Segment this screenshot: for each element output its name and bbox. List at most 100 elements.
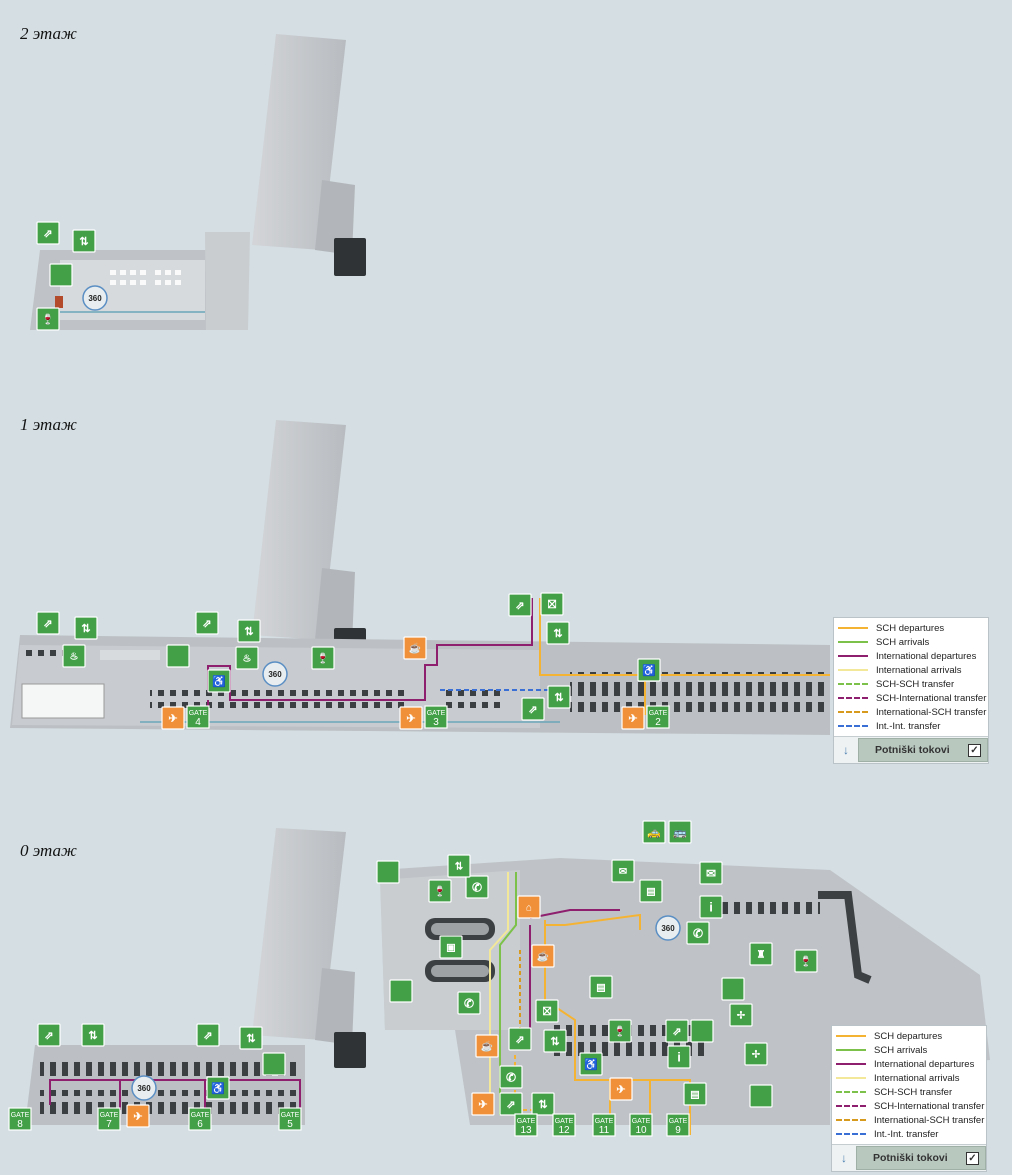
escalator-icon[interactable]: ⇗ <box>521 697 545 721</box>
escalator-icon[interactable]: ⇗ <box>36 611 60 635</box>
elevator-icon[interactable]: ⇅ <box>81 1023 105 1047</box>
passenger-flows-toggle[interactable]: Potniški tokovi ✓ <box>858 738 988 762</box>
panorama-360-icon[interactable]: 360 <box>131 1075 157 1101</box>
panorama-360-icon[interactable]: 360 <box>262 661 288 687</box>
luggage-icon[interactable]: ▤ <box>639 879 663 903</box>
phone-icon[interactable]: ✆ <box>465 875 489 899</box>
escalator-icon[interactable]: ⇗ <box>195 611 219 635</box>
svg-text:8: 8 <box>17 1119 23 1130</box>
luggage-cart-icon[interactable]: ▣ <box>439 935 463 959</box>
svg-text:4: 4 <box>195 717 201 728</box>
restaurant-icon[interactable]: ☕ <box>403 636 427 660</box>
escalator-icon[interactable]: ⇗ <box>665 1019 689 1043</box>
elevator-icon[interactable]: ⇅ <box>546 621 570 645</box>
luggage-icon[interactable]: ▤ <box>683 1082 707 1106</box>
departures-icon[interactable]: ✈ <box>161 706 185 730</box>
wc-icon[interactable] <box>262 1052 286 1076</box>
vip-lounge-icon[interactable] <box>749 1084 773 1108</box>
escalator-icon[interactable]: ⇗ <box>499 1092 523 1116</box>
shower-icon[interactable]: ♨ <box>62 644 86 668</box>
legend-item: International arrivals <box>832 1071 986 1085</box>
passport-icon[interactable] <box>690 1019 714 1043</box>
legend-label: SCH departures <box>876 622 945 634</box>
svg-text:10: 10 <box>635 1125 647 1136</box>
svg-text:7: 7 <box>106 1119 112 1130</box>
information-icon[interactable]: i <box>699 895 723 919</box>
elevator-icon[interactable]: ⇅ <box>72 229 96 253</box>
legend-item: International-SCH transfer <box>832 1113 986 1127</box>
shower-icon[interactable]: ♨ <box>235 646 259 670</box>
restaurant-icon[interactable]: ✢ <box>744 1042 768 1066</box>
escalator-icon[interactable]: ⇗ <box>196 1023 220 1047</box>
restaurant-icon[interactable]: ⌂ <box>517 895 541 919</box>
accessible-icon[interactable]: ♿ <box>579 1052 603 1076</box>
elevator-icon[interactable]: ⇅ <box>543 1029 567 1053</box>
elevator-icon[interactable]: ⇅ <box>547 685 571 709</box>
escalator-icon[interactable]: ⇗ <box>37 1023 61 1047</box>
money-exchange-icon[interactable]: ✉ <box>611 859 635 883</box>
elevator-icon[interactable]: ⇅ <box>239 1026 263 1050</box>
elevator-icon[interactable]: ⇅ <box>74 616 98 640</box>
departures-icon[interactable]: ✈ <box>609 1077 633 1101</box>
cafe-icon[interactable]: ☕ <box>531 944 555 968</box>
phone-icon[interactable]: ✆ <box>457 991 481 1015</box>
accessible-icon[interactable]: ♿ <box>207 669 231 693</box>
escalator-icon[interactable]: ⇗ <box>508 593 532 617</box>
no-escalator-icon[interactable]: ⛝ <box>535 999 559 1023</box>
bus-icon[interactable]: 🚌 <box>668 820 692 844</box>
cafe-icon[interactable]: ☕ <box>475 1034 499 1058</box>
accessible-icon[interactable]: ♿ <box>206 1076 230 1100</box>
departures-icon[interactable]: ✈ <box>621 706 645 730</box>
departures-icon[interactable]: ✈ <box>399 706 423 730</box>
wine-bar-icon[interactable]: 🍷 <box>428 879 452 903</box>
departures-icon[interactable]: ✈ <box>126 1104 150 1128</box>
info-desk-icon[interactable]: ⇅ <box>447 854 471 878</box>
phone-icon[interactable]: ✆ <box>499 1065 523 1089</box>
phone-icon[interactable]: ✆ <box>686 921 710 945</box>
panorama-360-icon[interactable]: 360 <box>82 285 108 311</box>
passenger-flows-toggle[interactable]: Potniški tokovi ✓ <box>856 1146 986 1170</box>
wine-bar-icon[interactable]: 🍷 <box>36 307 60 331</box>
elevator-icon[interactable]: ⇅ <box>237 619 261 643</box>
baggage-claim-icon[interactable]: ♜ <box>749 942 773 966</box>
accessible-icon[interactable]: ♿ <box>637 658 661 682</box>
wc-icon[interactable] <box>721 977 745 1001</box>
wine-bar-icon[interactable]: 🍷 <box>608 1019 632 1043</box>
panorama-360-icon[interactable]: 360 <box>655 915 681 941</box>
phone-icon-text: ✆ <box>693 926 703 940</box>
mail-icon[interactable]: ✉ <box>699 861 723 885</box>
elevator-icon[interactable]: ⇅ <box>531 1092 555 1116</box>
accessible-icon-text: ♿ <box>584 1058 598 1071</box>
no-escalator-icon[interactable]: ⛝ <box>540 592 564 616</box>
restaurant-icon[interactable]: ✢ <box>729 1003 753 1027</box>
legend-collapse-arrow[interactable]: ↓ <box>841 1151 847 1165</box>
escalator-icon[interactable]: ⇗ <box>508 1027 532 1051</box>
escalator-icon[interactable]: ⇗ <box>36 221 60 245</box>
departures-icon[interactable]: ✈ <box>471 1092 495 1116</box>
taxi-icon[interactable]: 🚕 <box>642 820 666 844</box>
wine-bar-icon[interactable]: 🍷 <box>311 646 335 670</box>
wc-icon[interactable] <box>166 644 190 668</box>
wc-icon[interactable] <box>376 860 400 884</box>
passenger-flows-checkbox[interactable]: ✓ <box>966 1151 979 1165</box>
luggage-icon[interactable]: ▤ <box>589 975 613 999</box>
legend-collapse-arrow[interactable]: ↓ <box>843 743 849 757</box>
passenger-flows-checkbox[interactable]: ✓ <box>968 743 981 757</box>
wine-bar-icon[interactable]: 🍷 <box>794 949 818 973</box>
wc-icon[interactable] <box>49 263 73 287</box>
information-icon[interactable]: i <box>667 1045 691 1069</box>
wc-icon[interactable] <box>389 979 413 1003</box>
